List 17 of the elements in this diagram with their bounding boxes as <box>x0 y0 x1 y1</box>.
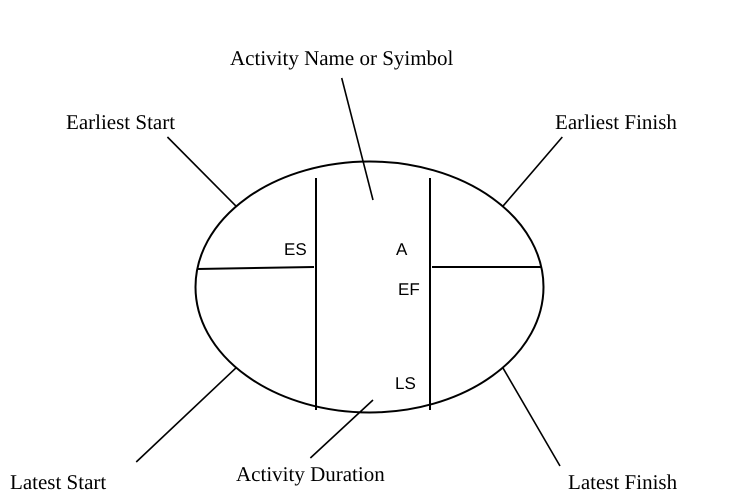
annotation-label: Activity Name or Syimbol <box>230 46 454 70</box>
cell-label: A <box>396 240 408 260</box>
annotation-label: Earliest Finish <box>555 110 677 134</box>
activity-ellipse <box>194 160 545 414</box>
cell-label: EF <box>398 280 420 300</box>
leader-line <box>502 367 561 466</box>
annotation-label: Latest Finish <box>568 470 678 494</box>
leader-line <box>502 136 563 207</box>
annotation-label: Activity Duration <box>236 462 385 486</box>
annotation-label: Earliest Start <box>66 110 176 134</box>
cell-label: LS <box>395 374 416 394</box>
leader-line <box>136 367 237 463</box>
leader-line <box>166 136 237 207</box>
leader-line <box>310 399 374 459</box>
leader-line <box>340 78 374 200</box>
annotation-label: Latest Start <box>10 470 106 494</box>
cell-label: ES <box>284 240 307 260</box>
